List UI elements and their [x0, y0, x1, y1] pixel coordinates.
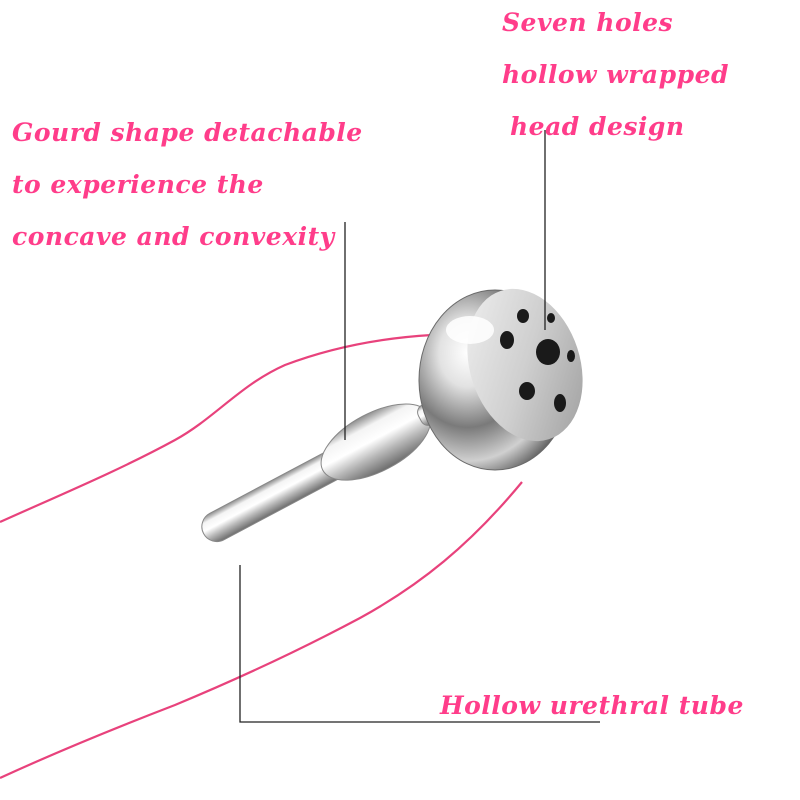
urethral-sound [201, 288, 583, 543]
tube-leader-line [239, 565, 600, 723]
callout-line: to experience the [12, 170, 264, 199]
callout-line: Gourd shape detachable [12, 118, 363, 147]
head-holes [500, 309, 575, 412]
callout-line: Seven holes [502, 8, 674, 37]
callout-hollow-tube: Hollow urethral tube [440, 693, 744, 718]
callout-gourd-shape: Gourd shape detachable to experience the… [12, 120, 363, 249]
hand-outline [0, 333, 523, 779]
leader-lines [239, 130, 600, 723]
callout-line: Hollow urethral tube [440, 691, 744, 720]
callout-head-design: Seven holes hollow wrapped head design [502, 10, 729, 139]
mushroom-head [418, 288, 583, 471]
callout-line: head design [510, 112, 685, 141]
callout-line: hollow wrapped [502, 60, 729, 89]
callout-line: concave and convexity [12, 222, 335, 251]
